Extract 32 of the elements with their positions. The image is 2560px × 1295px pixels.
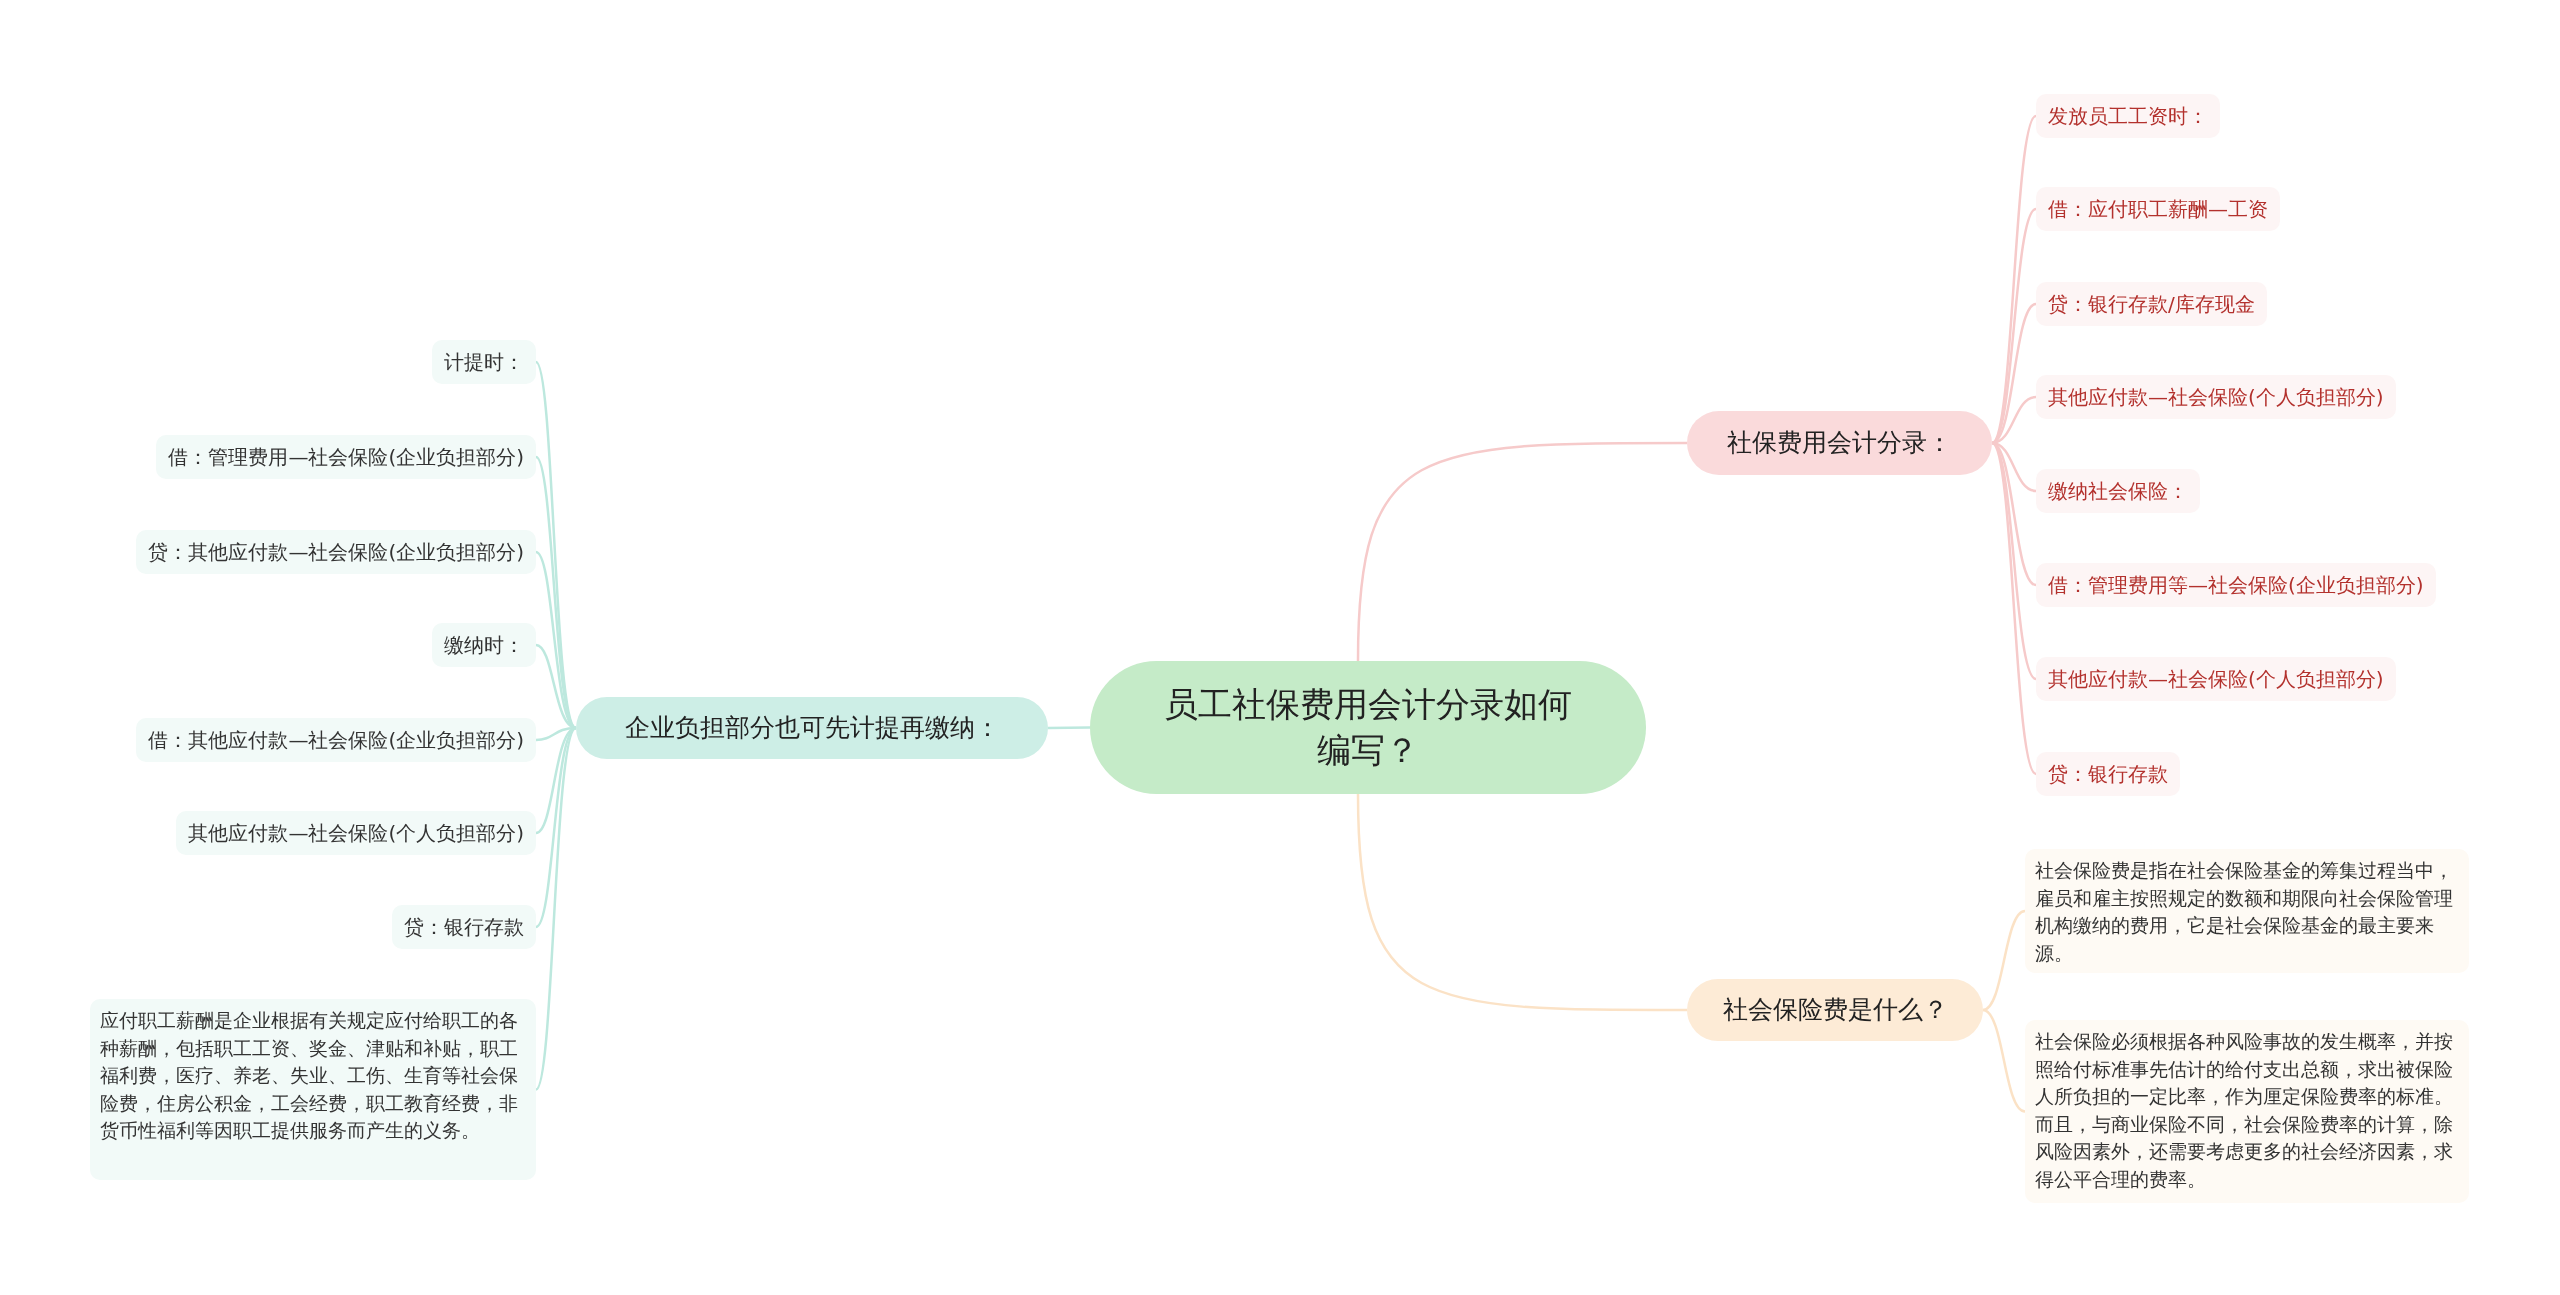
- note-box: 社会保险必须根据各种风险事故的发生概率，并按照给付标准事先估计的给付支出总额，求出被保险人所负担的一定比率，作为厘定保险费率的标准。而且，与商业保险不同，社会保险费率的计算，除风险因素外，还需要考虑更多的社会经济因素，求得公平合理的费率。: [2025, 1020, 2469, 1203]
- leaf-topic: 其他应付款—社会保险(个人负担部分): [2036, 375, 2396, 419]
- leaf-topic: 贷：其他应付款—社会保险(企业负担部分): [136, 530, 536, 574]
- connector-line: [1982, 1008, 2026, 1113]
- connector-line: [1356, 793, 1687, 1012]
- central-topic: 员工社保费用会计分录如何编写？: [1090, 661, 1646, 794]
- leaf-topic: 其他应付款—社会保险(个人负担部分): [2036, 657, 2396, 701]
- branch-topic: 社会保险费是什么？: [1687, 979, 1983, 1041]
- leaf-topic: 其他应付款—社会保险(个人负担部分): [176, 811, 536, 855]
- leaf-topic: 发放员工工资时：: [2036, 94, 2220, 138]
- leaf-topic: 计提时：: [432, 340, 536, 384]
- connector-line: [1048, 726, 1090, 730]
- connector-line: [1991, 115, 2037, 444]
- connector-line: [534, 727, 577, 1091]
- leaf-topic: 缴纳时：: [432, 623, 536, 667]
- leaf-topic: 借：管理费用等—社会保险(企业负担部分): [2036, 563, 2436, 607]
- note-box: 应付职工薪酬是企业根据有关规定应付给职工的各种薪酬，包括职工工资、奖金、津贴和补贴，职工福利费，医疗、养老、失业、工伤、生育等社会保险费，住房公积金，工会经费，职工教育经费，非货币性福利等因职工提供服务而产生的义务。: [90, 999, 536, 1180]
- leaf-topic: 贷：银行存款: [392, 905, 536, 949]
- leaf-topic: 贷：银行存款/库存现金: [2036, 282, 2267, 326]
- connector-line: [1982, 909, 2026, 1012]
- branch-topic: 企业负担部分也可先计提再缴纳：: [576, 697, 1048, 759]
- leaf-topic: 借：其他应付款—社会保险(企业负担部分): [136, 718, 536, 762]
- leaf-topic: 贷：银行存款: [2036, 752, 2180, 796]
- connector-line: [534, 361, 578, 729]
- note-box: 社会保险费是指在社会保险基金的筹集过程当中，雇员和雇主按照规定的数额和期限向社会保险管理机构缴纳的费用，它是社会保险基金的最主要来源。: [2025, 849, 2469, 973]
- connector-line: [1356, 441, 1687, 662]
- connector-line: [535, 456, 577, 729]
- leaf-topic: 借：管理费用—社会保险(企业负担部分): [156, 435, 536, 479]
- connector-line: [1991, 442, 2037, 775]
- leaf-topic: 缴纳社会保险：: [2036, 469, 2200, 513]
- leaf-topic: 借：应付职工薪酬—工资: [2036, 187, 2280, 231]
- branch-topic: 社保费用会计分录：: [1687, 411, 1992, 475]
